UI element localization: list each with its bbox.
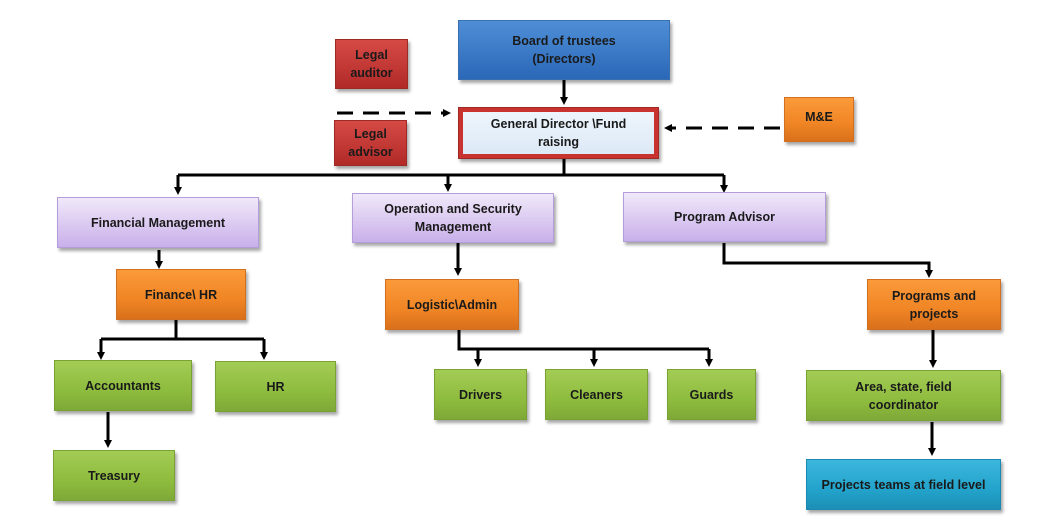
node-logistic-admin: Logistic\Admin [385,279,519,330]
node-label: M&E [805,110,833,124]
node-label: Financial Management [90,215,226,230]
node-label: Guards [689,387,734,402]
node-treasury: Treasury [53,450,175,501]
node-guards: Guards [667,369,756,420]
node-label: Program Advisor [674,210,775,224]
node-label: Projects teams at field level [821,477,986,492]
node-label: Legal auditor [350,48,393,80]
node-area-coordinator: Area, state, field coordinator [806,370,1001,421]
node-general-director-inner: General Director \Fund raising [463,112,654,154]
node-label: Legal advisor [348,127,393,159]
node-project-teams: Projects teams at field level [806,459,1001,510]
node-label: Logistic\Admin [406,297,498,312]
node-financial-management: Financial Management [57,197,259,248]
node-label: Drivers [458,387,503,402]
node-accountants: Accountants [54,360,192,411]
node-label: General Director \Fund raising [490,117,627,149]
node-label: Area, state, field coordinator [855,379,952,412]
node-board-of-trustees: Board of trustees (Directors) [458,20,670,80]
node-operation-security-management: Operation and Security Management [352,193,554,243]
node-legal-auditor: Legal auditor [335,39,408,89]
node-cleaners: Cleaners [545,369,648,420]
node-general-director: General Director \Fund raising [458,107,659,159]
node-label: Board of trustees (Directors) [512,34,616,66]
node-label: HR [266,379,285,394]
node-label: Operation and Security Management [384,202,522,234]
node-label: Programs and projects [891,288,977,321]
node-label: Cleaners [570,387,623,402]
node-legal-advisor: Legal advisor [334,120,407,166]
edge-advisor-to-programs [722,243,933,278]
node-label: Accountants [85,378,161,393]
node-label: Treasury [87,468,141,483]
node-finance-hr: Finance\ HR [116,269,246,320]
node-me: M&E [784,97,854,142]
node-program-advisor: Program Advisor [623,192,826,242]
node-label: Finance\ HR [144,287,218,302]
node-programs-projects: Programs and projects [867,279,1001,330]
node-hr: HR [215,361,336,412]
node-drivers: Drivers [434,369,527,420]
edge-logistic-bus [457,330,709,351]
